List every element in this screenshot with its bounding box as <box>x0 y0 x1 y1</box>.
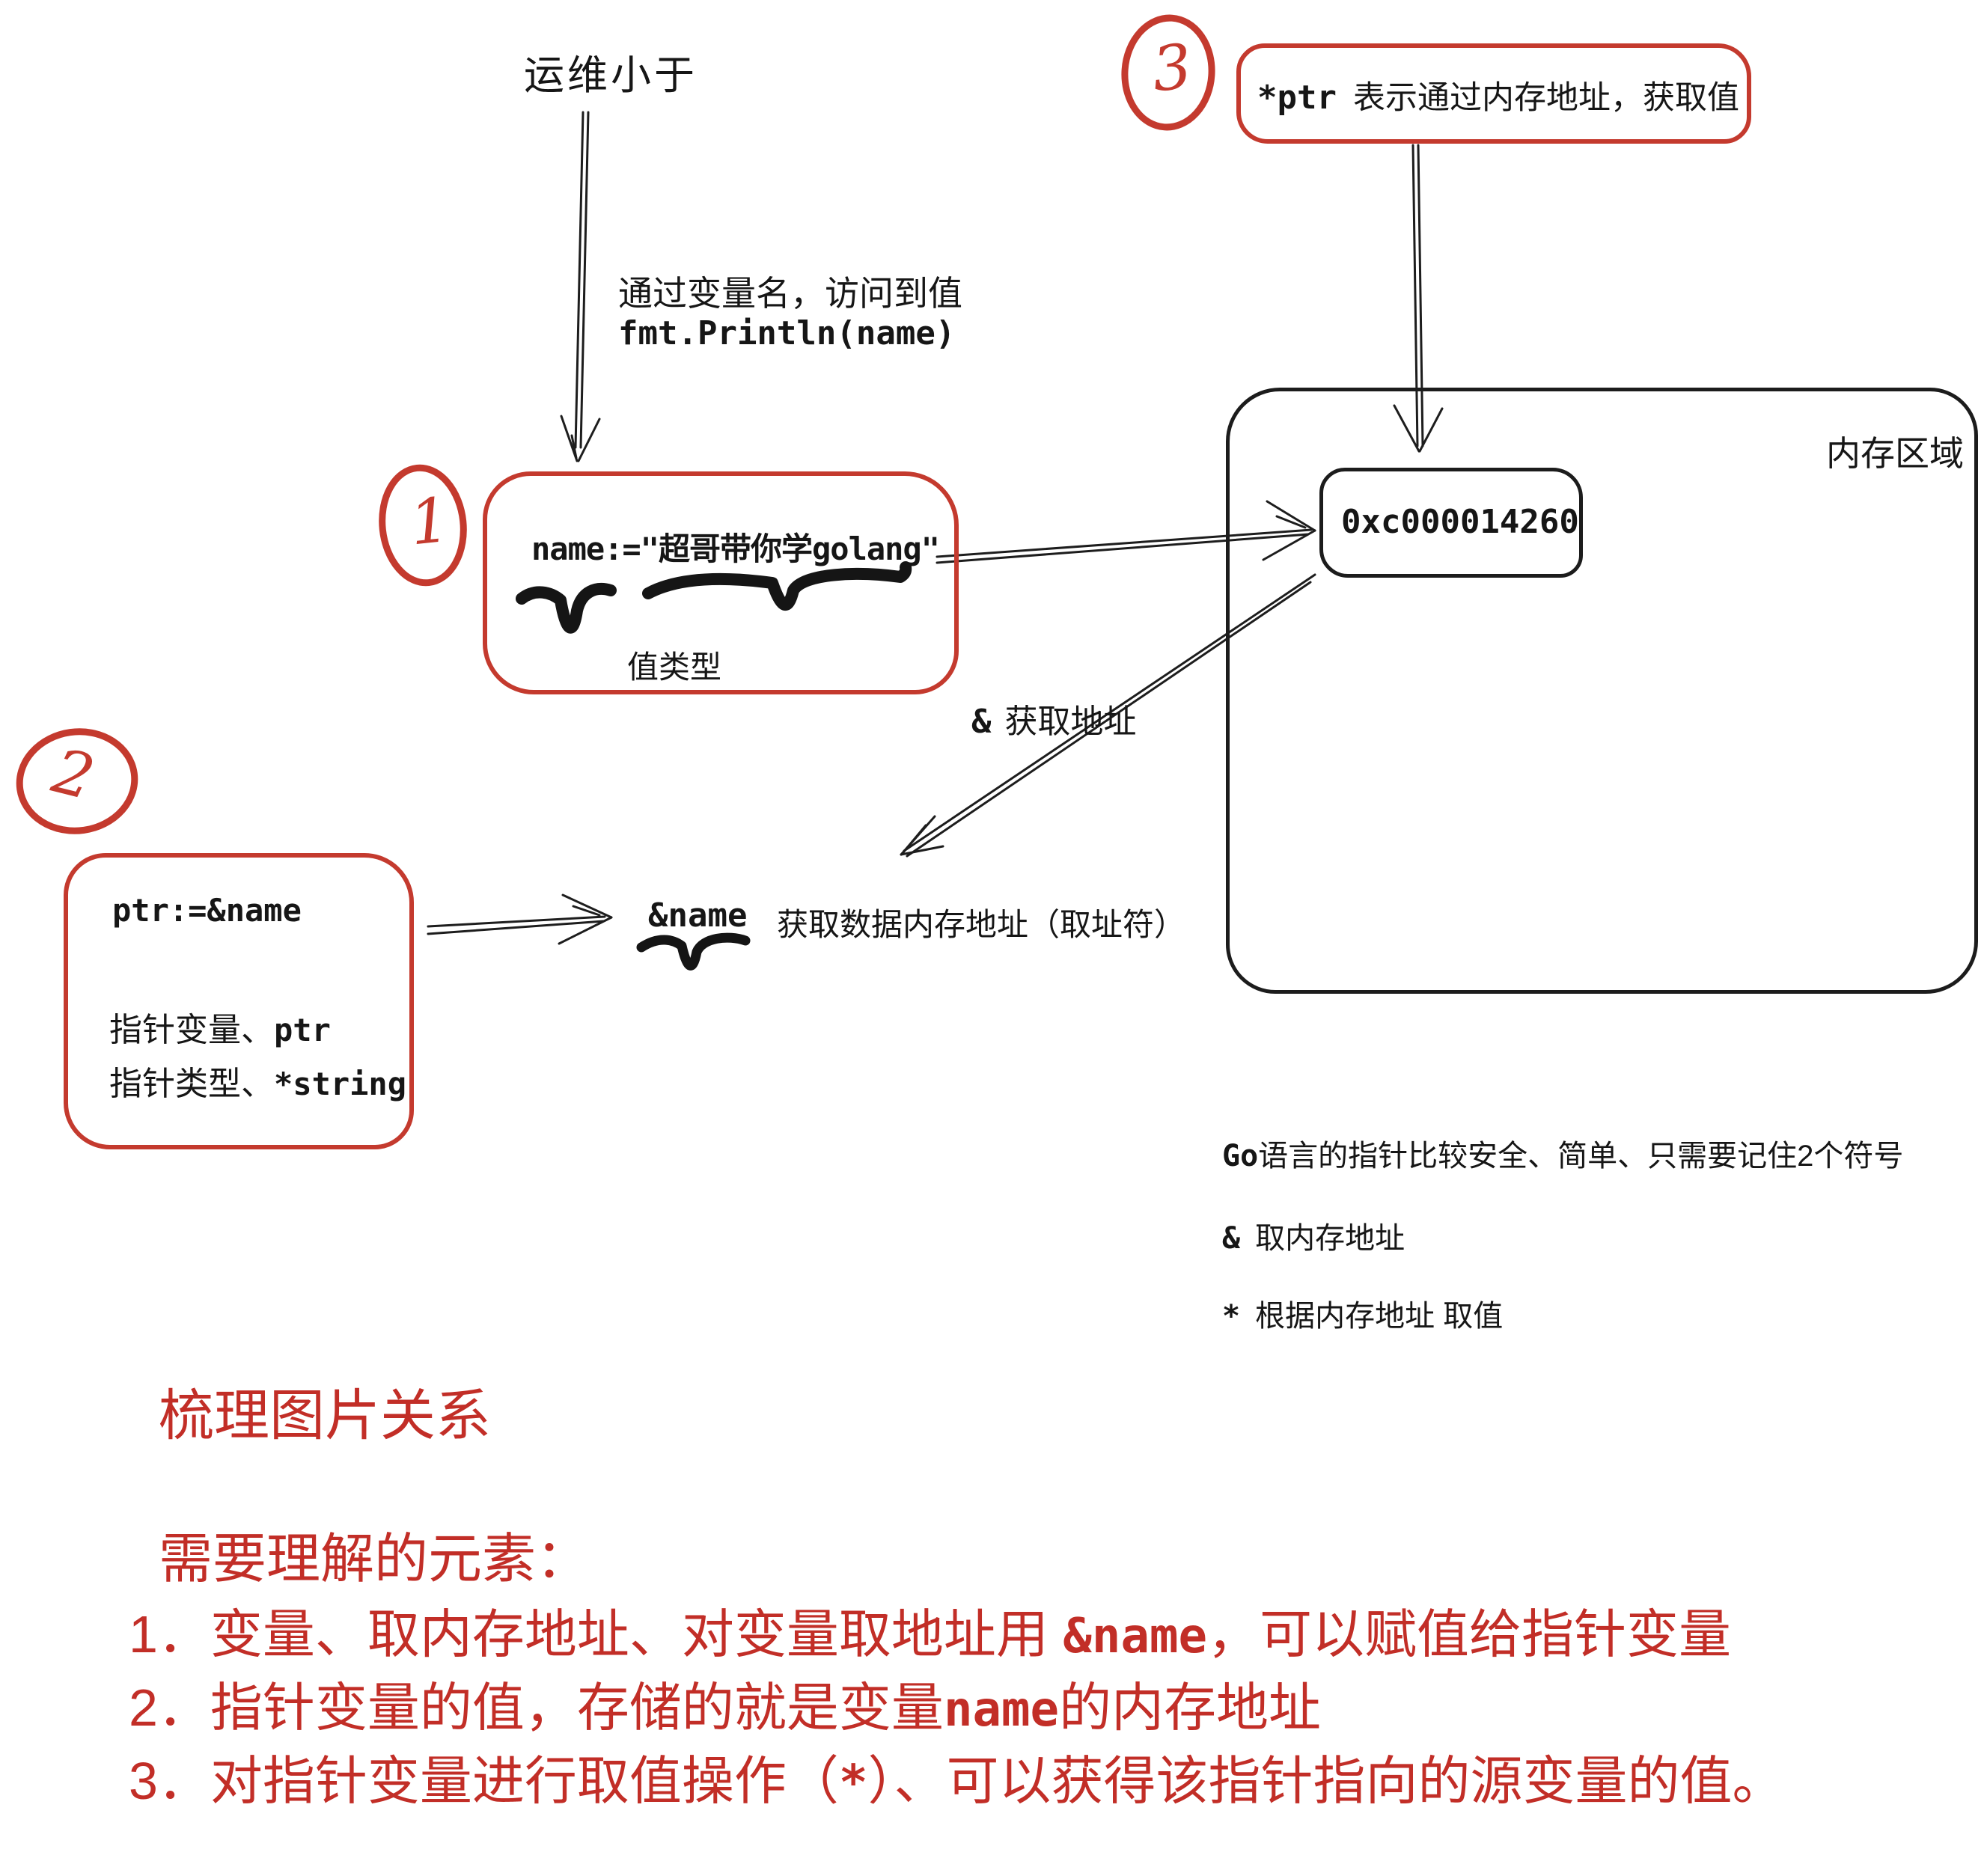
summary-item-3-post: ）、可以获得该指针指向的源变量的值。 <box>867 1752 1785 1810</box>
get-address-symbol: & <box>971 703 992 741</box>
pointer-variable-row2: 指针类型、*string <box>109 1057 406 1104</box>
note-amp-code: & <box>1222 1221 1241 1256</box>
pointer-variable-row1: 指针变量、ptr <box>109 1003 331 1051</box>
summary-item-1-pre: 1．变量、取内存地址、对变量取地址用 <box>129 1605 1063 1663</box>
note-line-amp: &取内存地址 <box>1222 1214 1405 1257</box>
ampname-code: &name <box>648 896 748 935</box>
access-note-line1: 通过变量名，访问到值 <box>618 274 962 313</box>
note-go-code: Go <box>1222 1139 1259 1173</box>
badge-3-label: 3 <box>1149 31 1195 106</box>
note-go-text: 语言的指针比较安全、简单、只需要记住2个符号 <box>1258 1140 1904 1173</box>
memory-address-value: 0xc000014260 <box>1341 503 1579 541</box>
pointer-variable-code: ptr:=&name <box>112 892 302 929</box>
note-amp-text: 取内存地址 <box>1255 1222 1405 1255</box>
underline-squiggle-ampname-icon <box>636 932 751 971</box>
summary-item-2-code: name <box>943 1682 1060 1738</box>
pointer-variable-row1-code: ptr <box>274 1012 331 1048</box>
deref-note-desc: 表示通过内存地址，获取值 <box>1352 80 1739 116</box>
arrow-ptr-to-ampname-icon <box>427 893 613 945</box>
value-variable-box <box>483 471 959 694</box>
access-note-code: fmt.Println(name) <box>618 314 956 352</box>
summary-title: 梳理图片关系 <box>159 1384 491 1446</box>
summary-subtitle: 需要理解的元素： <box>159 1530 590 1589</box>
note-star-code: * <box>1222 1299 1241 1333</box>
get-address-text: 获取地址 <box>1004 703 1137 740</box>
memory-address-box <box>1319 468 1583 578</box>
watermark-text: 运维小于 <box>524 53 698 98</box>
summary-item-3: 3．对指针变量进行取值操作（*）、可以获得该指针指向的源变量的值。 <box>129 1739 1784 1815</box>
summary-item-1: 1．变量、取内存地址、对变量取地址用 &name，可以赋值给指针变量 <box>129 1592 1731 1668</box>
summary-item-2-post: 的内存地址 <box>1059 1678 1322 1737</box>
badge-2-label: 2 <box>46 736 101 814</box>
pointer-variable-row1-label: 指针变量、 <box>109 1012 274 1048</box>
note-line-star: * 根据内存地址 取值 <box>1222 1292 1503 1335</box>
value-type-caption: 值类型 <box>627 650 722 685</box>
summary-item-2: 2．指针变量的值，存储的就是变量name的内存地址 <box>129 1666 1321 1741</box>
summary-item-1-post: ，可以赋值给指针变量 <box>1207 1605 1732 1663</box>
summary-item-3-pre: 3．对指针变量进行取值操作（ <box>129 1752 839 1810</box>
deref-note-box <box>1236 43 1751 144</box>
arrow-top-down-icon <box>560 111 601 462</box>
summary-item-3-code: * <box>838 1756 868 1811</box>
badge-1-label: 1 <box>406 484 453 560</box>
deref-note-text: *ptr 表示通过内存地址，获取值 <box>1257 72 1739 118</box>
deref-note-code: *ptr <box>1257 79 1337 117</box>
ampname-desc: 获取数据内存地址（取址符） <box>777 907 1186 942</box>
pointer-variable-row2-label: 指针类型、 <box>109 1066 274 1102</box>
note-star-text: 根据内存地址 取值 <box>1255 1300 1504 1333</box>
note-line-safety: Go语言的指针比较安全、简单、只需要记住2个符号 <box>1222 1131 1903 1175</box>
value-variable-code: name:="超哥带你学golang" <box>531 531 940 567</box>
memory-region-title: 内存区域 <box>1826 434 1964 473</box>
pointer-variable-row2-code: *string <box>274 1066 407 1102</box>
memory-region-box <box>1226 388 1978 994</box>
pointer-variable-box <box>64 853 414 1149</box>
summary-item-1-code: &name <box>1063 1609 1208 1664</box>
get-address-label: &获取地址 <box>971 694 1137 742</box>
summary-item-2-pre: 2．指针变量的值，存储的就是变量 <box>129 1678 944 1737</box>
